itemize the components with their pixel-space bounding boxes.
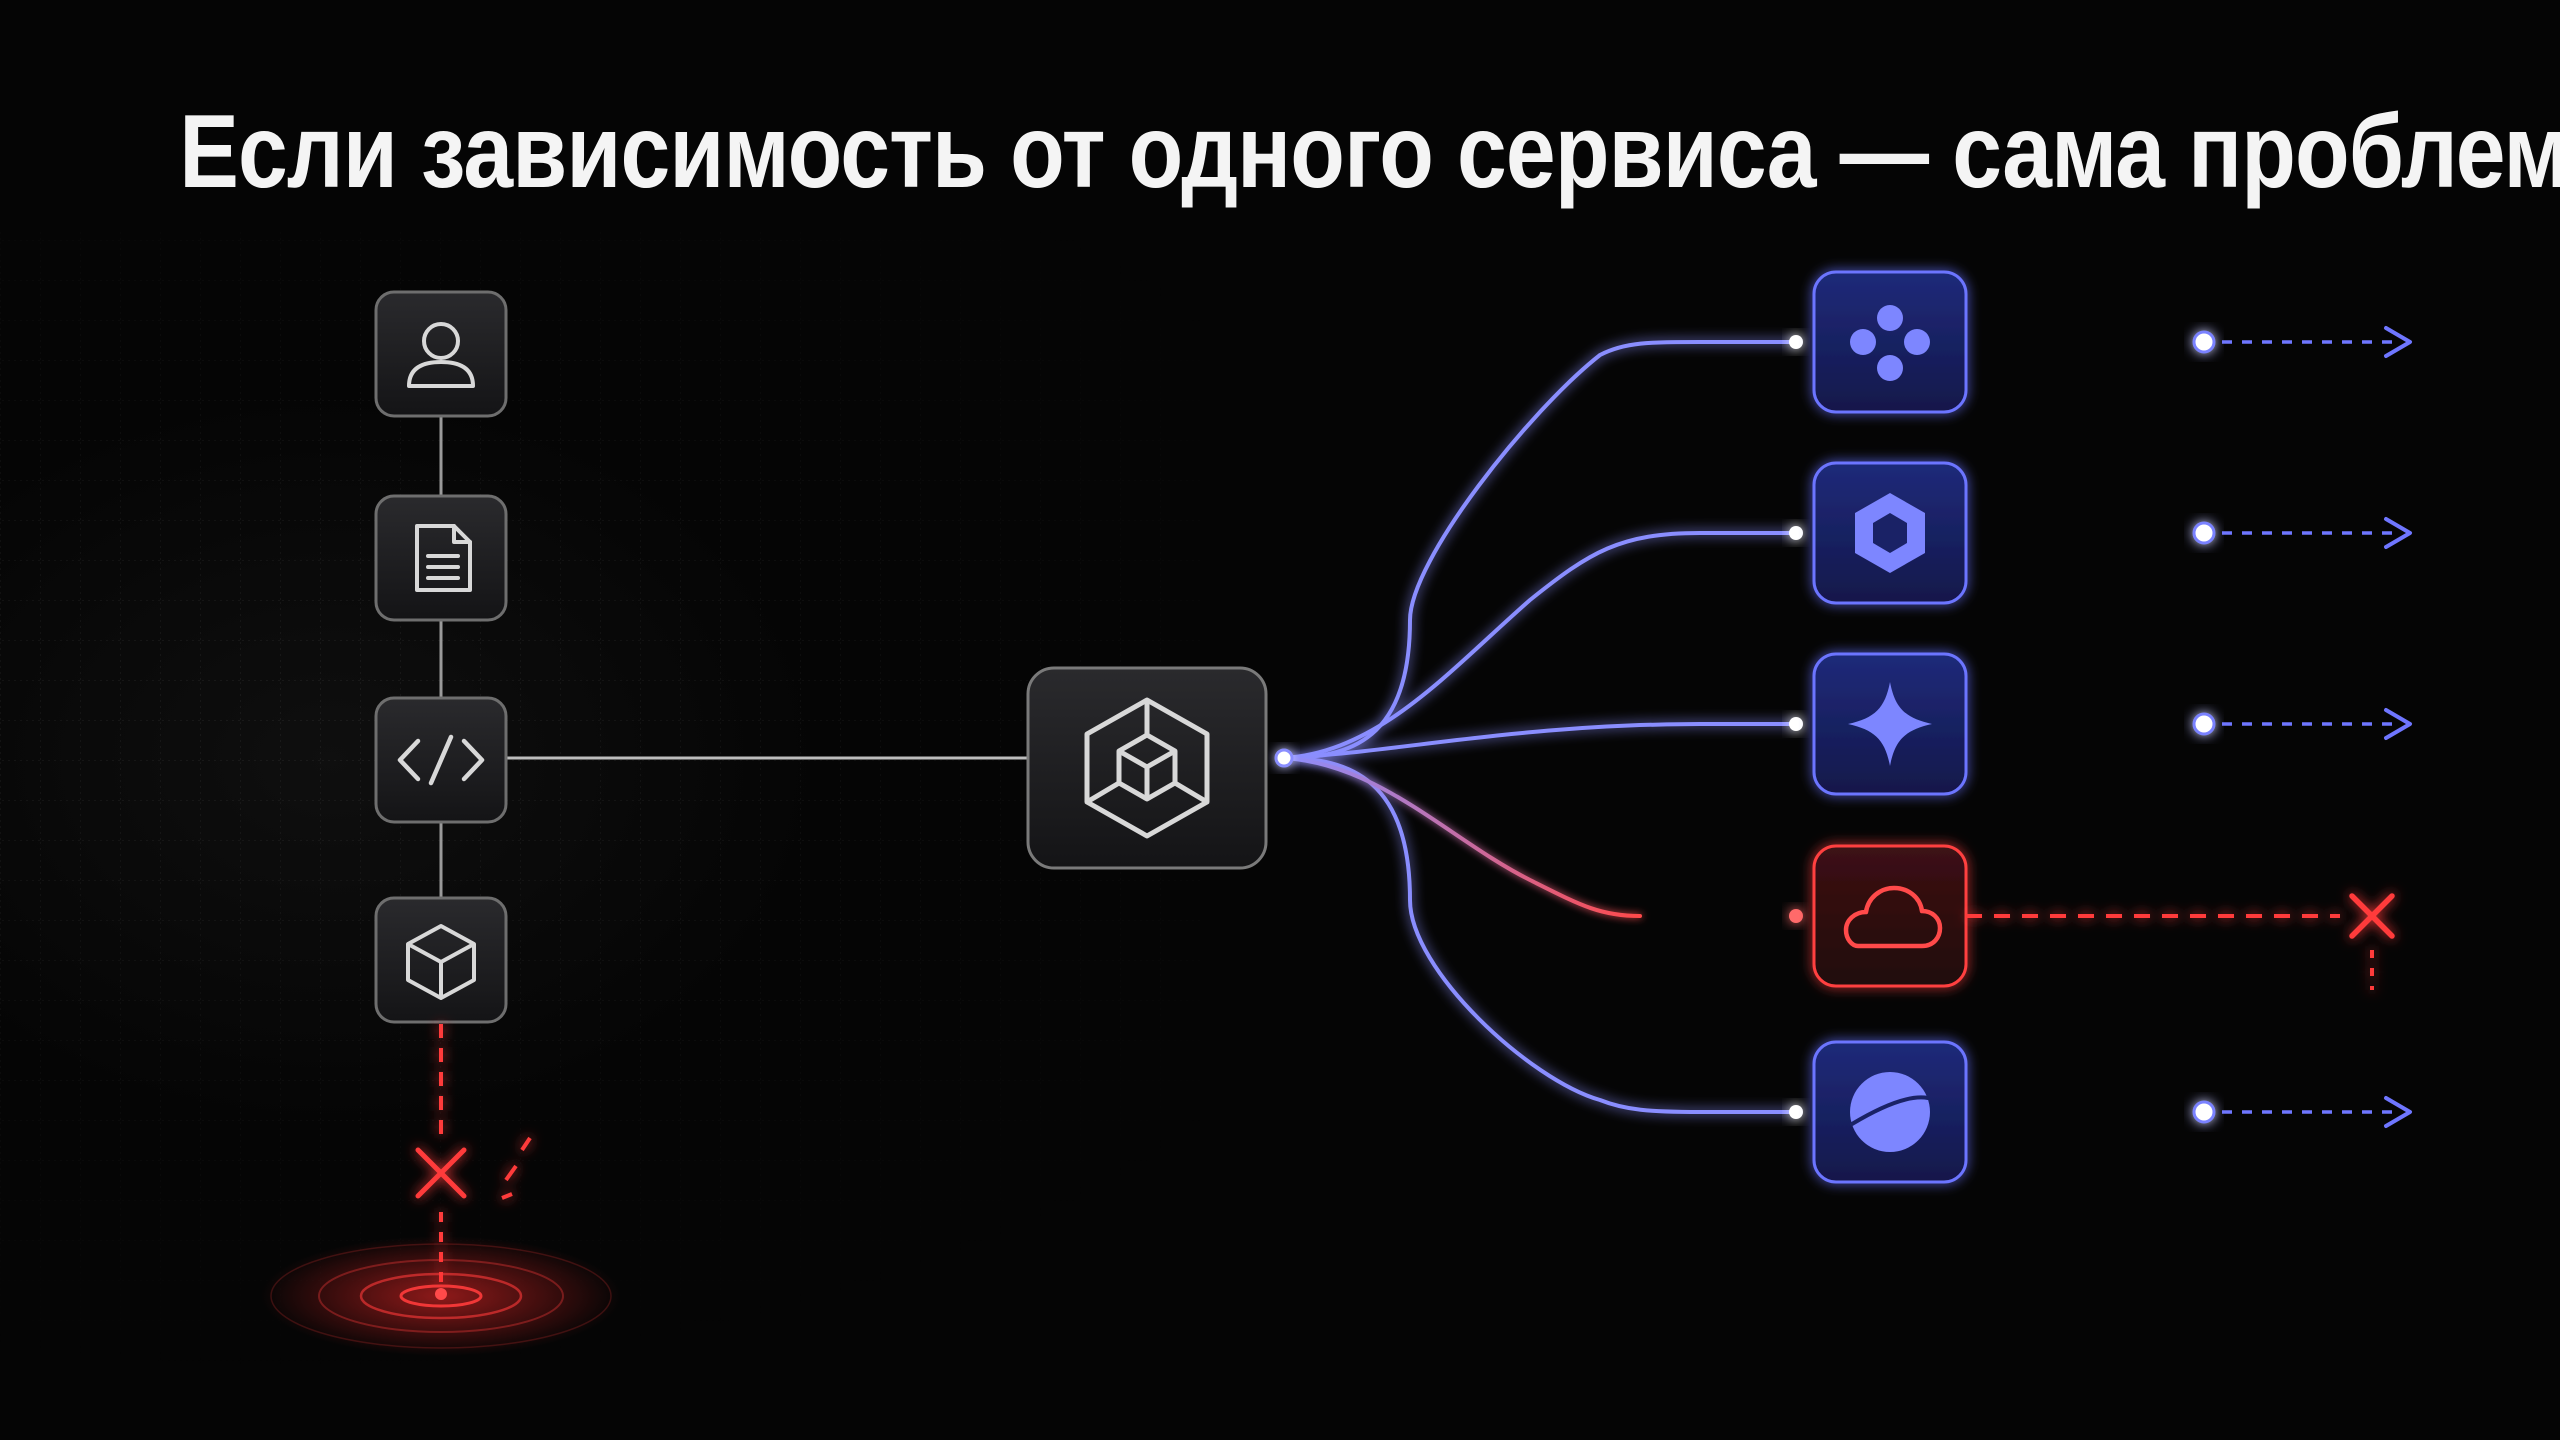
chain-node-user[interactable] — [374, 290, 508, 418]
failure-x-icon — [2349, 893, 2395, 939]
branch-lines — [1274, 340, 1802, 1114]
background-grid — [0, 230, 1200, 1440]
arrow-right-icon — [2384, 517, 2412, 549]
chain-node-document[interactable] — [374, 494, 508, 622]
code-icon — [397, 734, 485, 786]
dots-cluster-icon — [1850, 305, 1930, 381]
failure-x-icon — [415, 1147, 467, 1199]
service-node-1[interactable] — [1789, 270, 2412, 414]
left-chain — [261, 290, 1028, 1356]
planet-icon — [1850, 1072, 1930, 1152]
page-title: Если зависимость от одного сервиса — сам… — [179, 94, 2560, 210]
cube-hub-icon — [1084, 697, 1210, 839]
box-icon — [406, 924, 476, 1000]
hub-output-dot — [1274, 748, 1294, 768]
arrow-right-icon — [2384, 326, 2412, 358]
branch-line-4 — [1282, 756, 1642, 918]
branch-line-3 — [1282, 722, 1798, 760]
left-failure — [415, 1024, 532, 1290]
hub-node[interactable] — [1026, 666, 1268, 870]
branch-line-1 — [1282, 340, 1798, 760]
chain-node-code[interactable] — [374, 696, 508, 824]
service-node-3[interactable] — [1789, 652, 2412, 796]
service-node-5[interactable] — [1789, 1040, 2412, 1184]
sparkle-icon — [1848, 682, 1932, 766]
service-node-2[interactable] — [1789, 461, 2412, 605]
arrow-right-icon — [2384, 708, 2412, 740]
failure-ripples — [270, 1243, 612, 1349]
hexagon-icon — [1855, 493, 1925, 573]
branch-line-2 — [1282, 531, 1798, 760]
cloud-icon — [1843, 885, 1943, 949]
document-icon — [415, 524, 472, 592]
user-icon — [407, 322, 475, 388]
arrow-right-icon — [2384, 1096, 2412, 1128]
branch-line-5 — [1282, 756, 1798, 1114]
chain-node-box[interactable] — [374, 896, 508, 1024]
service-node-4-failed[interactable] — [1789, 844, 2395, 990]
